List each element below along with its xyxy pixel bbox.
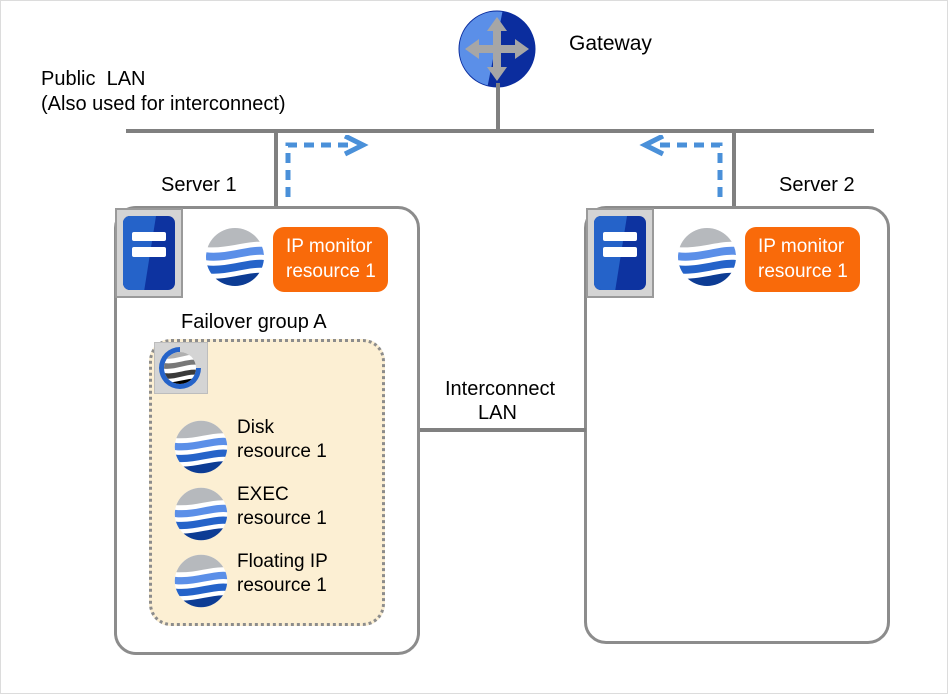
server1-lan-drop-line [274, 129, 278, 207]
server2-lan-drop-line [732, 129, 736, 207]
floating-ip-resource-line1: Floating IP [237, 551, 328, 572]
floating-ip-resource-globe-icon [174, 554, 228, 608]
disk-resource-line2: resource 1 [237, 441, 327, 462]
exec-resource-line1: EXEC [237, 484, 289, 505]
failover-group-title: Failover group A [181, 311, 327, 333]
interconnect-lan-line [420, 428, 586, 432]
public-lan-label-line1: Public LAN [41, 68, 146, 90]
server1-ip-monitor-badge: IP monitor resource 1 [273, 227, 388, 292]
floating-ip-resource-label: Floating IP resource 1 [237, 550, 328, 598]
server1-name-label: Server 1 [161, 174, 237, 196]
interconnect-lan-label-line1: Interconnect [445, 378, 556, 400]
floating-ip-resource-line2: resource 1 [237, 575, 327, 596]
exec-resource-line2: resource 1 [237, 508, 327, 529]
server2-ip-monitor-badge: IP monitor resource 1 [745, 227, 860, 292]
server2-monitor-arrow [639, 135, 723, 197]
server1-monitor-arrow [285, 135, 369, 197]
gateway-router-icon [458, 10, 536, 88]
server1-ip-monitor-globe-icon [206, 228, 264, 286]
server1-machine-icon [115, 208, 183, 298]
exec-resource-globe-icon [174, 487, 228, 541]
server2-ip-monitor-badge-line1: IP monitor [758, 236, 845, 257]
gateway-drop-line [496, 83, 500, 131]
public-lan-bus [126, 129, 874, 133]
disk-resource-globe-icon [174, 420, 228, 474]
server2-machine-icon [586, 208, 654, 298]
interconnect-lan-label-line2: LAN [478, 402, 517, 424]
gateway-label: Gateway [569, 32, 652, 55]
server1-ip-monitor-badge-line2: resource 1 [286, 261, 376, 282]
failover-group-g-icon [154, 342, 208, 394]
server2-ip-monitor-globe-icon [678, 228, 736, 286]
server2-name-label: Server 2 [779, 174, 855, 196]
exec-resource-label: EXEC resource 1 [237, 483, 327, 531]
disk-resource-label: Disk resource 1 [237, 416, 327, 464]
public-lan-label-line2: (Also used for interconnect) [41, 93, 286, 115]
disk-resource-line1: Disk [237, 417, 274, 438]
server1-ip-monitor-badge-line1: IP monitor [286, 236, 373, 257]
server2-ip-monitor-badge-line2: resource 1 [758, 261, 848, 282]
